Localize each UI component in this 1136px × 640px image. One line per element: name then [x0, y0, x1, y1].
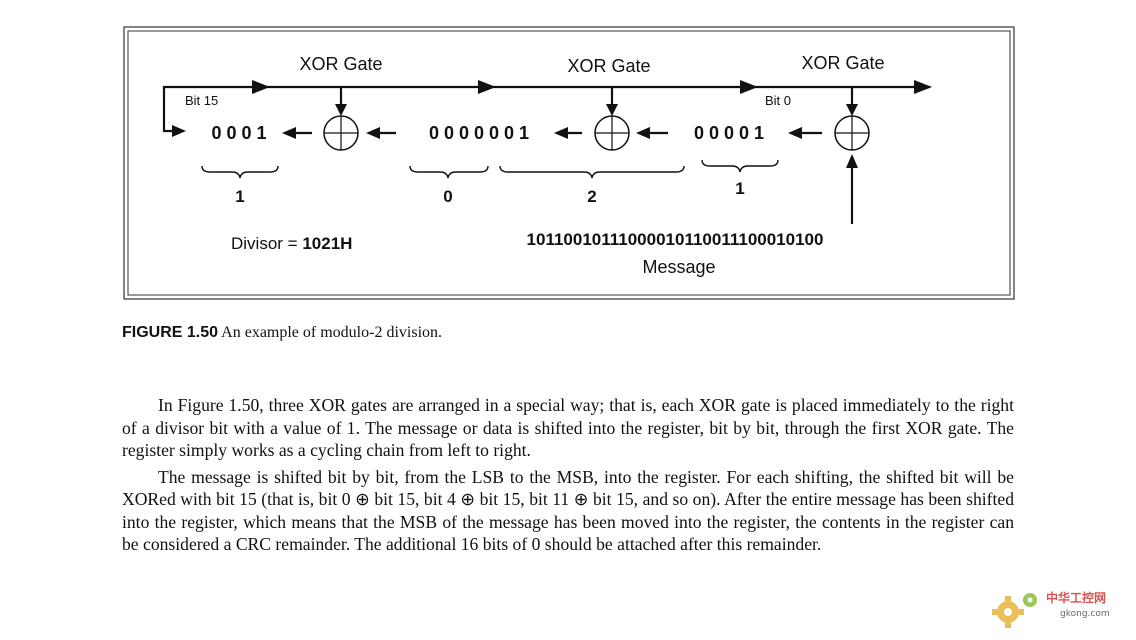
xor-gate-1: [323, 115, 359, 151]
tap-arrow-1: [335, 104, 347, 116]
gear-icon: [992, 596, 1024, 628]
arrow-a: [282, 127, 296, 139]
paragraph: In Figure 1.50, three XOR gates are arra…: [122, 395, 1014, 460]
arrow-right-1: [252, 80, 270, 94]
arrow-c: [554, 127, 568, 139]
tap-arrow-3: [846, 104, 858, 116]
divisor-value: 1021H: [302, 234, 352, 253]
brace-count-3: 2: [587, 187, 596, 206]
watermark-cn-text: 中华工控网: [1046, 590, 1106, 605]
register-group-1: 0 0 0 1: [211, 123, 266, 143]
loop-arrow: [172, 125, 186, 137]
arrow-d: [636, 127, 650, 139]
gate-label-1: XOR Gate: [299, 54, 382, 74]
brace-count-1: 1: [235, 187, 244, 206]
figure-caption: FIGURE 1.50 An example of modulo-2 divis…: [122, 324, 1022, 342]
arrow-e: [788, 127, 802, 139]
paragraph: The message is shifted bit by bit, from …: [122, 466, 1014, 555]
arrow-right-3: [740, 80, 758, 94]
watermark-logo: 中华工控网 gkong.com: [992, 590, 1110, 628]
crc-figure: XOR Gate XOR Gate XOR Gate Bit 15 Bit 0 …: [123, 26, 1015, 300]
xor-gate-2: [594, 115, 630, 151]
bit-0-label: Bit 0: [765, 93, 791, 108]
arrow-b: [366, 127, 380, 139]
message-label: Message: [642, 257, 715, 277]
figure-frame-outer: [123, 26, 1015, 300]
brace-1: [201, 165, 279, 179]
brace-3: [499, 165, 685, 179]
bit-15-label: Bit 15: [185, 93, 218, 108]
register-group-3: 0 0 0 0 1: [694, 123, 764, 143]
small-gear-icon: [1023, 593, 1037, 607]
brace-count-2: 0: [443, 187, 452, 206]
brace-2: [409, 165, 489, 179]
gate-label-2: XOR Gate: [567, 56, 650, 76]
figure-frame-inner: [127, 30, 1011, 296]
arrow-right-end: [914, 80, 932, 94]
arrow-right-2: [478, 80, 496, 94]
tap-arrow-2: [606, 104, 618, 116]
brace-count-4: 1: [735, 179, 744, 198]
register-group-2: 0 0 0 0 0 0 1: [429, 123, 529, 143]
brace-4: [701, 159, 779, 173]
figure-number: FIGURE 1.50: [122, 324, 219, 341]
figure-caption-text: An example of modulo-2 division.: [221, 324, 443, 341]
message-bits: 1011001011100001011001110001010​0: [527, 230, 824, 249]
xor-gate-3: [834, 115, 870, 151]
divisor-prefix: Divisor =: [231, 234, 302, 253]
body-text: In Figure 1.50, three XOR gates are arra…: [122, 394, 1014, 556]
message-input-arrow: [846, 154, 858, 168]
divisor-text: Divisor = 1021H: [231, 234, 352, 253]
gate-label-3: XOR Gate: [801, 53, 884, 73]
watermark-url: gkong.com: [1060, 609, 1110, 619]
